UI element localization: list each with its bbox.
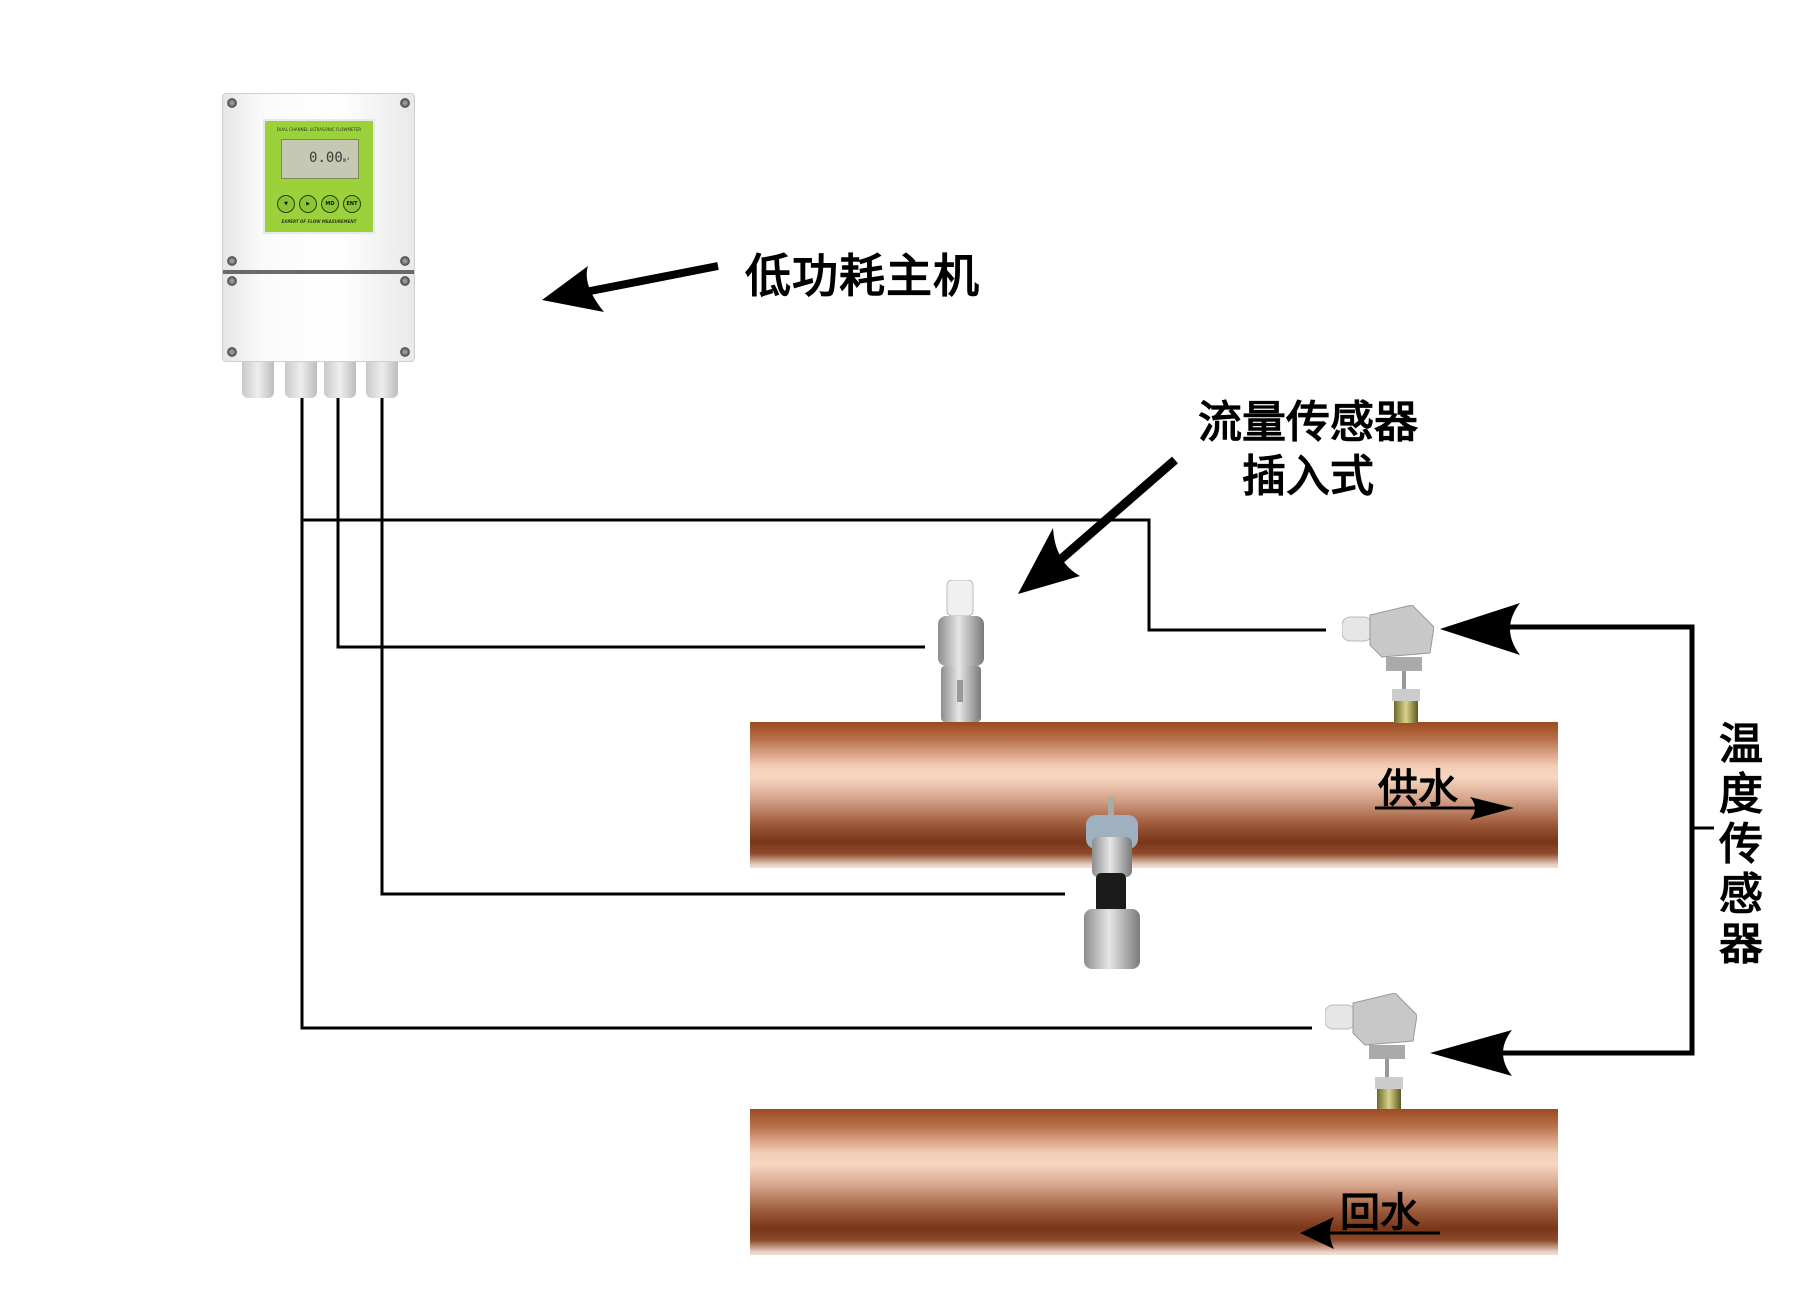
flow-sensor-label: 流量传感器 插入式 bbox=[1198, 396, 1418, 504]
temp-arrow-supply-head bbox=[1440, 603, 1520, 655]
enter-button[interactable]: ENT bbox=[343, 195, 361, 213]
host-arrow-head bbox=[542, 266, 604, 312]
panel-footer: EXPERT OF FLOW MEASUREMENT bbox=[281, 219, 357, 224]
screw-icon bbox=[400, 347, 410, 357]
right-button[interactable]: ▶ bbox=[299, 195, 317, 213]
cable-gland bbox=[242, 362, 274, 398]
flow-arrow-head bbox=[1018, 528, 1080, 594]
insertion-flow-sensor-bottom bbox=[1084, 797, 1140, 969]
temperature-sensor-label: 温度传感器 bbox=[1719, 719, 1763, 970]
lcd-value: 0.00m³ bbox=[309, 150, 350, 166]
supply-pipe bbox=[750, 722, 1558, 868]
wire-flow-bottom bbox=[380, 398, 1065, 896]
screw-icon bbox=[227, 276, 237, 286]
cable-gland bbox=[366, 362, 398, 398]
return-pipe bbox=[750, 1109, 1558, 1255]
cable-gland bbox=[324, 362, 356, 398]
flow-arrow-shaft bbox=[1057, 456, 1178, 564]
screw-icon bbox=[400, 276, 410, 286]
panel-title: DUAL CHANNEL ULTRASONIC FLOWMETER bbox=[276, 127, 362, 132]
menu-button[interactable]: MD bbox=[321, 195, 339, 213]
screw-icon bbox=[227, 256, 237, 266]
host-label: 低功耗主机 bbox=[745, 249, 980, 303]
lcd-display: 0.00m³ bbox=[281, 139, 359, 179]
flow-sensor-label-line2: 插入式 bbox=[1242, 451, 1374, 502]
supply-water-label: 供水 bbox=[1378, 766, 1458, 812]
wire-temp-return bbox=[300, 520, 1312, 1030]
return-water-label: 回水 bbox=[1340, 1190, 1420, 1236]
cable-gland bbox=[285, 362, 317, 398]
screw-icon bbox=[400, 98, 410, 108]
temperature-sensor-return bbox=[1325, 993, 1417, 1109]
screw-icon bbox=[227, 98, 237, 108]
wire-temp-supply bbox=[300, 398, 1326, 632]
temp-bracket bbox=[1460, 624, 1695, 1056]
enclosure-seam bbox=[223, 270, 414, 274]
temperature-sensor-supply bbox=[1342, 605, 1434, 723]
down-button[interactable]: ▼ bbox=[277, 195, 295, 213]
low-power-host-unit: DUAL CHANNEL ULTRASONIC FLOWMETER 0.00m³… bbox=[222, 93, 415, 362]
insertion-flow-sensor-top bbox=[938, 580, 984, 722]
screw-icon bbox=[400, 256, 410, 266]
flow-sensor-label-line1: 流量传感器 bbox=[1198, 397, 1418, 448]
control-panel: DUAL CHANNEL ULTRASONIC FLOWMETER 0.00m³… bbox=[263, 119, 375, 234]
supply-direction-head bbox=[1470, 797, 1514, 820]
temp-arrow-return-head bbox=[1430, 1030, 1512, 1076]
wire-flow-top bbox=[336, 398, 925, 649]
screw-icon bbox=[227, 347, 237, 357]
return-direction-head bbox=[1300, 1217, 1334, 1249]
host-arrow-shaft bbox=[579, 262, 719, 297]
